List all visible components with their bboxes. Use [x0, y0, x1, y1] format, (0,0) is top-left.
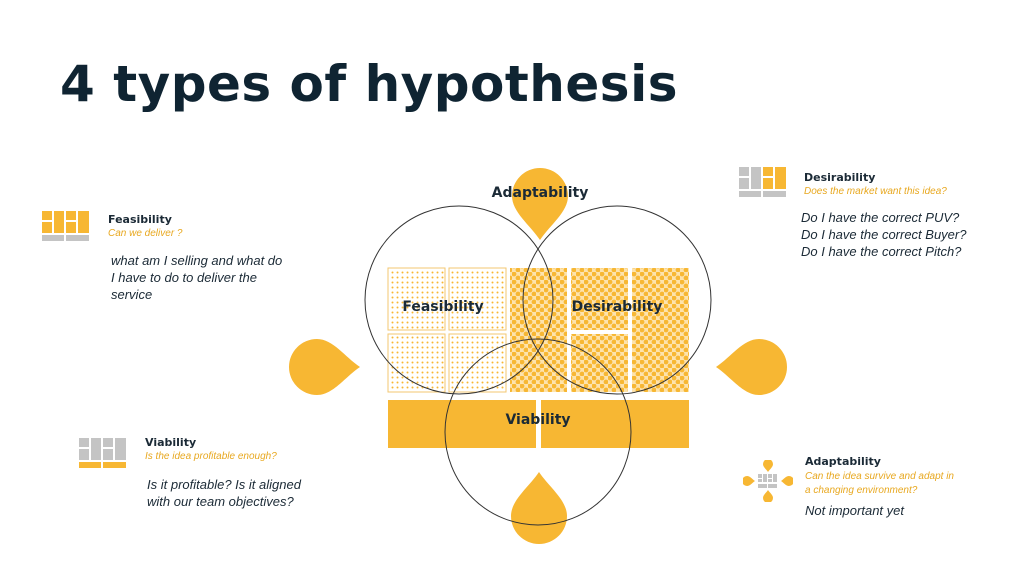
desirability-blocks-icon	[739, 167, 786, 197]
block-desirability-4	[632, 268, 689, 392]
feasibility-line: service	[111, 287, 153, 302]
label-adaptability: Adaptability	[492, 185, 589, 201]
feasibility-line: I have to do to deliver the	[111, 270, 257, 285]
adaptability-subtitle-line: a changing environment?	[805, 485, 918, 496]
label-feasibility: Feasibility	[402, 299, 483, 315]
desirability-line: Do I have the correct Buyer?	[801, 227, 967, 242]
feasibility-card-body: what am I selling and what do I have to …	[111, 252, 282, 303]
viability-blocks-icon	[79, 438, 126, 468]
adaptability-line: Not important yet	[805, 503, 904, 518]
drop-left	[289, 339, 360, 395]
adaptability-subtitle-line: Can the idea survive and adapt in	[805, 471, 954, 482]
circle-feasibility	[364, 205, 554, 395]
feasibility-card-subtitle: Can we deliver ?	[108, 228, 183, 239]
adaptability-card-subtitle: Can the idea survive and adapt in a chan…	[805, 470, 954, 498]
block-feasibility-4	[448, 333, 507, 393]
desirability-line: Do I have the correct PUV?	[801, 210, 960, 225]
viability-line: Is it profitable? Is it aligned	[147, 477, 301, 492]
desirability-card-body: Do I have the correct PUV? Do I have the…	[801, 209, 966, 260]
viability-card-title: Viability	[145, 436, 197, 449]
page-title: 4 types of hypothesis	[60, 55, 678, 113]
adaptability-card-body: Not important yet	[805, 502, 904, 519]
desirability-card-subtitle: Does the market want this idea?	[804, 186, 947, 197]
label-viability: Viability	[505, 412, 570, 428]
viability-card-body: Is it profitable? Is it aligned with our…	[147, 476, 301, 510]
drop-bottom	[511, 472, 567, 544]
drop-right	[716, 339, 787, 395]
block-desirability-2	[571, 268, 628, 330]
block-feasibility-1	[387, 267, 446, 331]
viability-card-subtitle: Is the idea profitable enough?	[145, 451, 277, 462]
block-feasibility-2	[387, 333, 446, 393]
adaptability-card-title: Adaptability	[805, 455, 881, 468]
desirability-line: Do I have the correct Pitch?	[801, 244, 962, 259]
label-desirability: Desirability	[572, 299, 663, 315]
feasibility-blocks-icon	[42, 211, 89, 241]
circle-viability	[444, 338, 632, 526]
adaptability-drops-icon	[743, 460, 793, 502]
circle-desirability	[522, 205, 712, 395]
block-desirability-3	[571, 334, 628, 392]
viability-line: with our team objectives?	[147, 494, 294, 509]
block-viability-right	[541, 400, 689, 448]
desirability-card-title: Desirability	[804, 171, 876, 184]
feasibility-line: what am I selling and what do	[111, 253, 283, 268]
drop-top	[512, 168, 568, 240]
block-feasibility-3	[448, 267, 507, 331]
feasibility-card-title: Feasibility	[108, 213, 172, 226]
block-viability-left	[388, 400, 536, 448]
